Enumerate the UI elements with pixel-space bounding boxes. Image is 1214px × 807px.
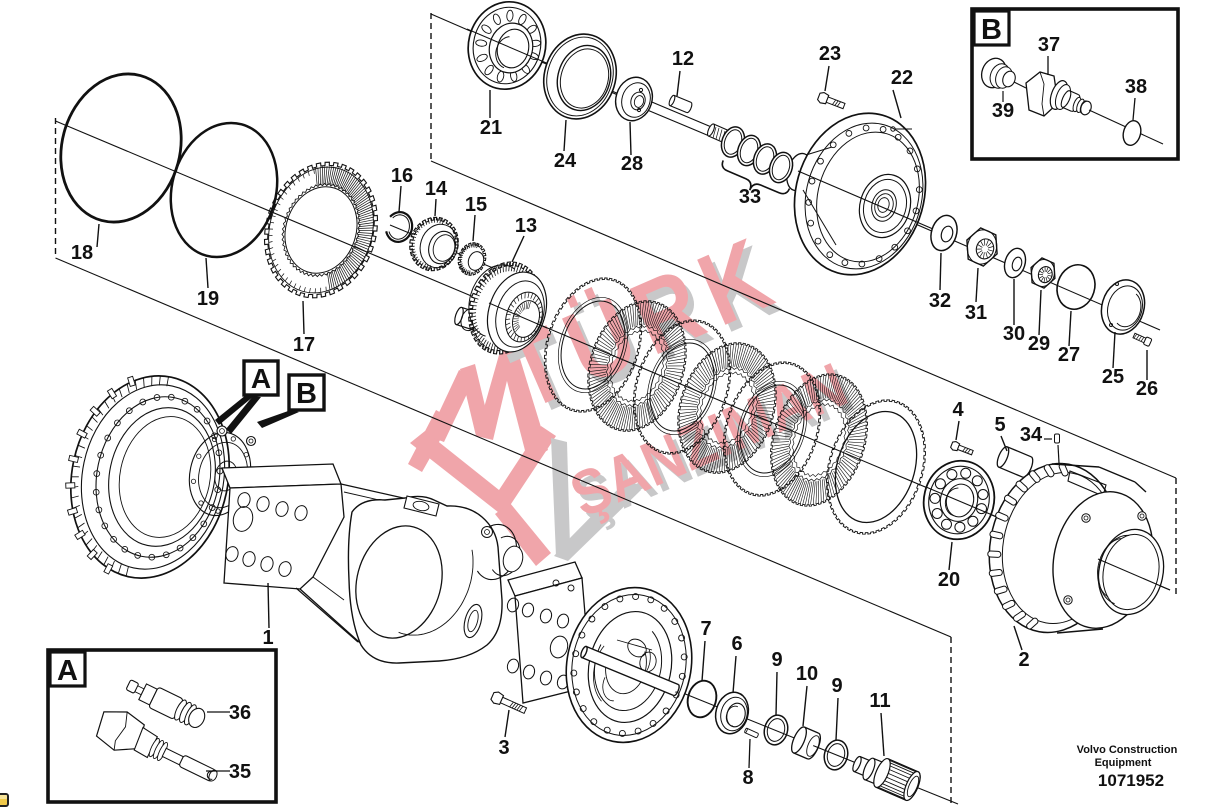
svg-text:3: 3 <box>498 737 509 759</box>
svg-text:38: 38 <box>1125 76 1147 98</box>
svg-text:27: 27 <box>1058 344 1080 366</box>
svg-text:32: 32 <box>929 290 951 312</box>
svg-text:24: 24 <box>554 150 577 172</box>
svg-text:39: 39 <box>992 100 1014 122</box>
svg-text:Equipment: Equipment <box>1095 757 1152 769</box>
svg-text:4: 4 <box>952 399 964 421</box>
svg-text:6: 6 <box>731 633 742 655</box>
svg-text:34: 34 <box>1020 424 1043 446</box>
svg-text:1: 1 <box>262 627 273 649</box>
svg-text:31: 31 <box>965 302 987 324</box>
svg-text:23: 23 <box>819 43 841 65</box>
svg-text:11: 11 <box>869 690 890 712</box>
svg-text:36: 36 <box>229 702 251 724</box>
svg-text:30: 30 <box>1003 323 1025 345</box>
svg-text:A: A <box>251 363 271 394</box>
svg-text:25: 25 <box>1102 366 1124 388</box>
svg-text:1071952: 1071952 <box>1098 771 1164 790</box>
svg-text:20: 20 <box>938 569 960 591</box>
svg-text:22: 22 <box>891 67 913 89</box>
svg-text:7: 7 <box>700 618 711 640</box>
svg-text:28: 28 <box>621 153 643 175</box>
svg-text:17: 17 <box>293 334 315 356</box>
svg-text:B: B <box>981 14 1002 46</box>
svg-text:12: 12 <box>672 48 694 70</box>
svg-text:19: 19 <box>197 288 219 310</box>
svg-text:5: 5 <box>994 414 1005 436</box>
svg-text:14: 14 <box>425 178 448 200</box>
svg-text:8: 8 <box>742 767 753 789</box>
svg-text:B: B <box>296 378 317 410</box>
svg-text:16: 16 <box>391 165 413 187</box>
svg-text:A: A <box>57 655 78 687</box>
svg-text:26: 26 <box>1136 378 1158 400</box>
svg-text:21: 21 <box>480 117 502 139</box>
svg-text:10: 10 <box>796 663 818 685</box>
svg-text:Volvo Construction: Volvo Construction <box>1077 744 1178 756</box>
svg-text:33: 33 <box>739 186 761 208</box>
svg-text:18: 18 <box>71 242 93 264</box>
svg-text:29: 29 <box>1028 333 1050 355</box>
svg-text:15: 15 <box>465 194 487 216</box>
svg-text:9: 9 <box>771 649 782 671</box>
svg-text:2: 2 <box>1018 649 1029 671</box>
svg-text:35: 35 <box>229 761 251 783</box>
svg-text:13: 13 <box>515 215 537 237</box>
svg-text:37: 37 <box>1038 34 1060 56</box>
svg-text:9: 9 <box>831 675 842 697</box>
